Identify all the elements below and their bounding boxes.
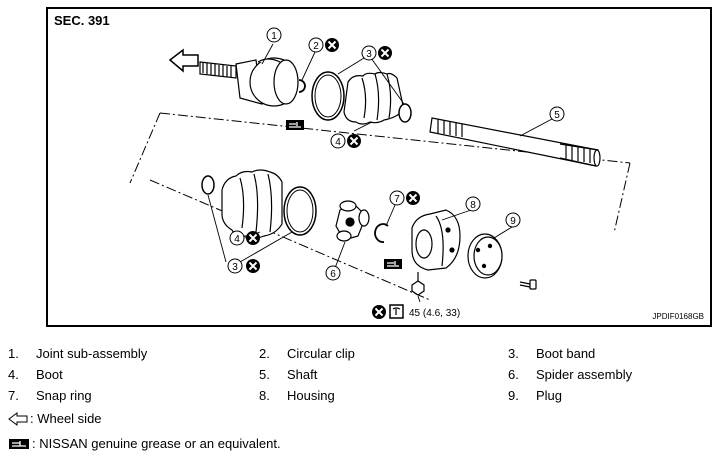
no-reuse-icon-bolt	[371, 304, 387, 320]
callout-8: 8	[465, 196, 481, 212]
callout-5: 5	[549, 106, 565, 122]
svg-text:4: 4	[234, 234, 240, 245]
callout-4-lower: 4	[229, 230, 245, 246]
callout-3-lower: 3	[227, 258, 243, 274]
housing	[411, 209, 461, 271]
callout-2: 2	[308, 37, 324, 53]
exploded-view-diagram: 1 2 3 4 5 4 3 6 7 8 9	[129, 27, 631, 320]
boot-lower	[221, 169, 283, 239]
callout-3-upper: 3	[361, 45, 377, 61]
spider-assembly	[335, 200, 370, 242]
boot-band-small-upper	[398, 103, 412, 123]
callout-7: 7	[389, 190, 405, 206]
grease-icon	[9, 439, 29, 449]
boot-upper	[343, 71, 405, 125]
no-reuse-icon-3-lower	[245, 258, 261, 274]
no-reuse-icon-7	[405, 190, 421, 206]
snap-ring	[374, 223, 389, 243]
wheel-side-arrow-icon	[168, 48, 199, 73]
callout-9: 9	[505, 212, 521, 228]
section-label: SEC. 391	[54, 13, 110, 28]
torque-value: 45 (4.6, 33)	[409, 308, 460, 319]
grease-text: : NISSAN genuine grease or an equivalent…	[32, 436, 281, 451]
boot-band-upper	[311, 71, 345, 121]
image-code: JPDIF0168GB	[652, 312, 704, 321]
assembly-outline	[129, 112, 631, 301]
plug	[467, 233, 503, 279]
wheel-side-text: : Wheel side	[30, 411, 102, 426]
circular-clip	[298, 79, 306, 93]
svg-text:7: 7	[394, 194, 400, 205]
no-reuse-icon-4-lower	[245, 230, 261, 246]
boot-band-lower-inner	[286, 189, 314, 233]
grease-icon-1	[285, 119, 305, 131]
no-reuse-icon-3-upper	[377, 45, 393, 61]
svg-text:9: 9	[510, 216, 516, 227]
boot-band-upper-inner	[314, 74, 342, 118]
grease-note: : NISSAN genuine grease or an equivalent…	[8, 436, 281, 451]
svg-text:2: 2	[313, 41, 319, 52]
svg-text:8: 8	[470, 200, 476, 211]
svg-text:6: 6	[330, 269, 336, 280]
boot-band-small-lower	[201, 175, 215, 195]
svg-text:4: 4	[335, 137, 341, 148]
no-reuse-icon-2	[324, 37, 340, 53]
wheel-side-icon	[8, 412, 28, 426]
torque-wrench-icon	[389, 304, 404, 319]
svg-text:5: 5	[554, 110, 560, 121]
shaft	[429, 117, 601, 167]
leader-lines	[207, 43, 553, 303]
callout-6: 6	[325, 265, 341, 281]
svg-text:3: 3	[366, 49, 372, 60]
housing-bolt	[411, 272, 425, 296]
svg-text:3: 3	[232, 262, 238, 273]
boot-band-lower	[283, 186, 317, 236]
diagram-frame: SEC. 391 JPDIF0168GB	[46, 7, 712, 327]
no-reuse-icon-4-upper	[346, 133, 362, 149]
callout-1: 1	[266, 27, 282, 43]
plug-screw	[519, 279, 537, 290]
joint-sub-assembly	[199, 57, 299, 107]
grease-icon-2	[383, 258, 403, 270]
callout-4-upper: 4	[330, 133, 346, 149]
svg-text:1: 1	[271, 31, 277, 42]
wheel-side-note: : Wheel side	[8, 411, 102, 426]
